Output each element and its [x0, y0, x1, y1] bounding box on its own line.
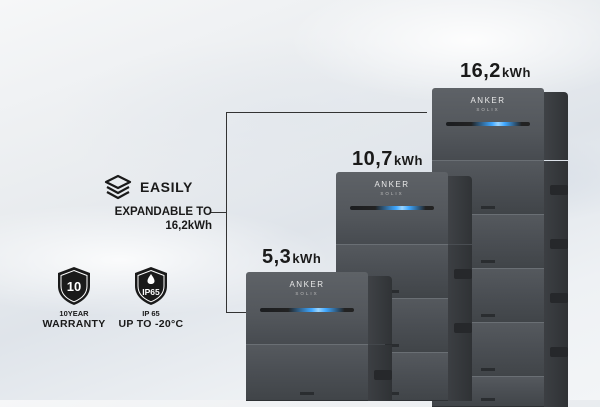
brand-sub: SOLIX [295, 291, 319, 296]
led-strip [446, 122, 530, 126]
capacity-label-16-2: 16,2kWh [460, 60, 531, 83]
brand-sub: SOLIX [476, 107, 500, 112]
battery-controller-unit: ANKER SOLIX [246, 272, 392, 344]
capacity-label-5-3: 5,3kWh [262, 246, 321, 269]
brand-logo: ANKER [470, 96, 506, 105]
unit-side-panel [448, 176, 472, 244]
unit-side-panel [368, 276, 392, 344]
shield-droplet-icon: IP65 [135, 267, 167, 305]
shield-icon: 10 [58, 267, 90, 305]
led-strip [350, 206, 434, 210]
expand-title: EASILY [140, 179, 193, 195]
brand-sub: SOLIX [380, 191, 404, 196]
capacity-unit: kWh [501, 65, 531, 80]
expandable-info: EASILY EXPANDABLE TO 16,2kWh [88, 174, 212, 232]
battery-stack-5-3: ANKER SOLIX [246, 272, 392, 401]
ip-rating: IP 65 [142, 309, 160, 318]
ip65-badge: IP65 IP 65 UP TO -20°C [112, 266, 190, 330]
expand-subtitle: EXPANDABLE TO [114, 206, 212, 218]
brand-logo: ANKER [289, 280, 325, 289]
battery-controller-unit: ANKER SOLIX [336, 172, 472, 244]
temperature-rating: UP TO -20°C [118, 318, 184, 330]
unit-side-panel [544, 92, 568, 160]
svg-text:IP65: IP65 [142, 287, 160, 297]
battery-module [336, 244, 472, 299]
battery-module [246, 344, 392, 401]
expand-capacity: 16,2kWh [165, 220, 212, 232]
bracket-line-tick [211, 212, 227, 213]
capacity-unit: kWh [292, 251, 322, 266]
led-strip [260, 308, 354, 312]
capacity-label-10-7: 10,7kWh [352, 148, 423, 171]
capacity-value: 16,2 [460, 60, 501, 82]
svg-text:10: 10 [67, 279, 81, 294]
warranty-years: 10YEAR [59, 309, 89, 318]
capacity-value: 5,3 [262, 246, 292, 268]
layers-icon [104, 174, 132, 200]
warranty-badge: 10 10YEAR WARRANTY [40, 266, 108, 330]
battery-controller-unit: ANKER SOLIX [432, 88, 568, 160]
bracket-line-bottom [226, 312, 246, 313]
capacity-value: 10,7 [352, 148, 393, 170]
warranty-label: WARRANTY [42, 318, 106, 330]
capacity-unit: kWh [393, 153, 423, 168]
brand-logo: ANKER [374, 180, 410, 189]
